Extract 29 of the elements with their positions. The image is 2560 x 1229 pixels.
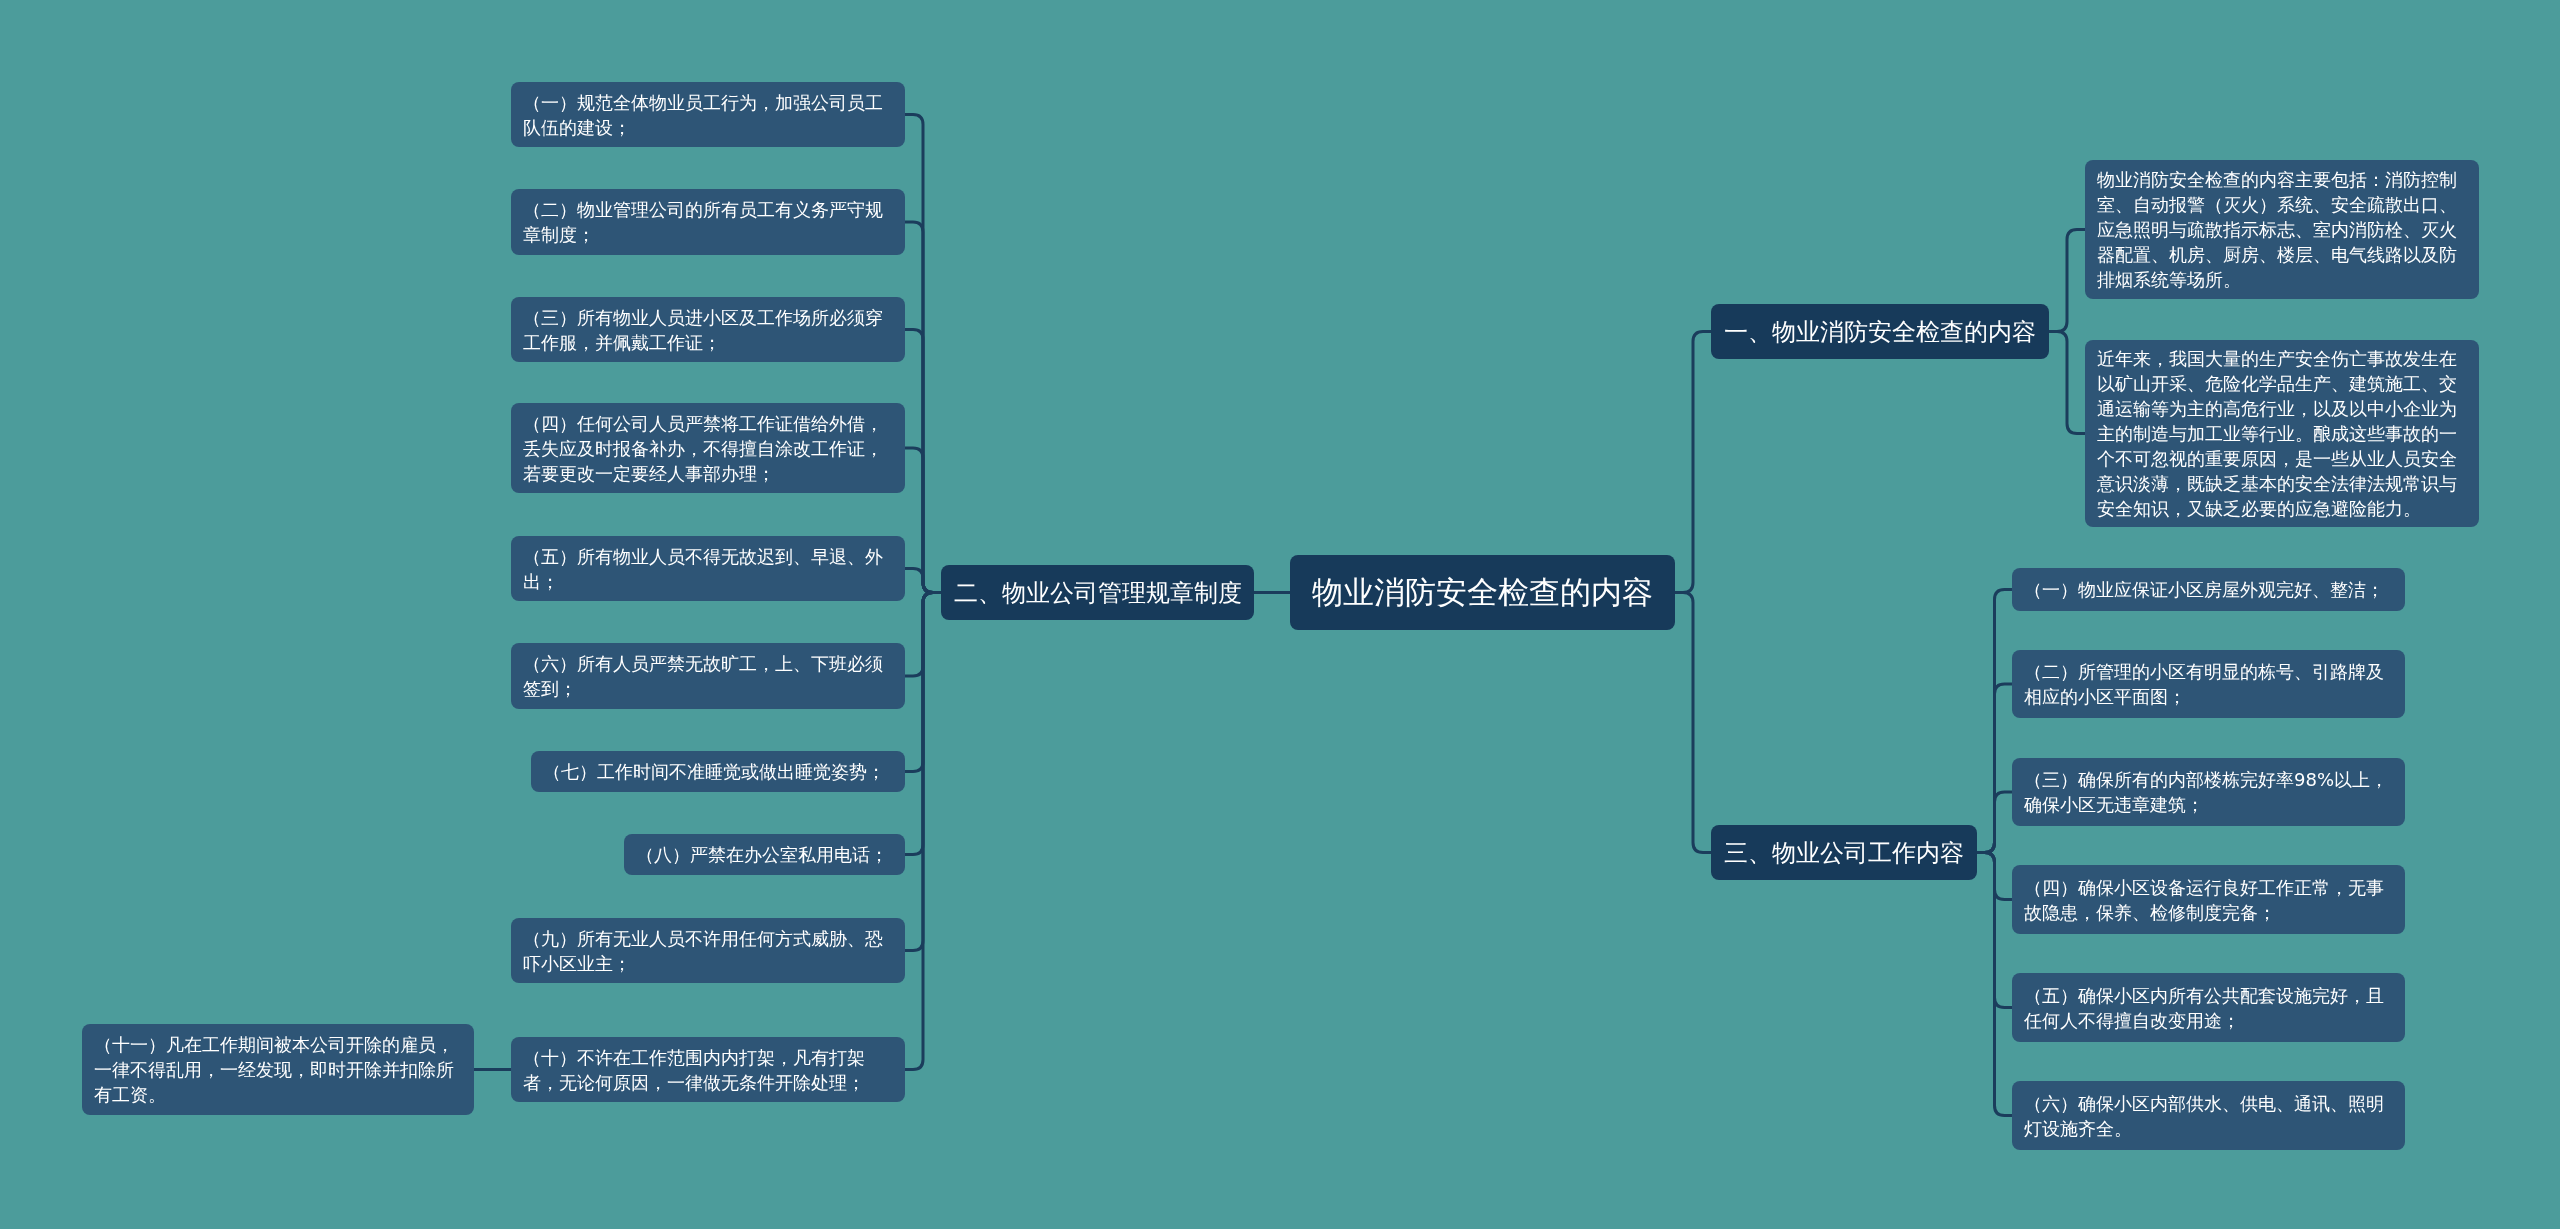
- subtopic-box: （五）所有物业人员不得无故迟到、早退、外出；: [511, 536, 905, 601]
- subtopic-box: （三）所有物业人员进小区及工作场所必须穿工作服，并佩戴工作证；: [511, 297, 905, 362]
- branch-topic-box: 二、物业公司管理规章制度: [941, 565, 1254, 620]
- branch-topic-box: 一、物业消防安全检查的内容: [1711, 304, 2049, 359]
- subtopic-box: （四）确保小区设备运行良好工作正常，无事故隐患，保养、检修制度完备；: [2012, 865, 2405, 934]
- subtopic-box: （九）所有无业人员不许用任何方式威胁、恐吓小区业主；: [511, 918, 905, 983]
- connector-line: [1977, 851, 2012, 1117]
- subtopic-box: 近年来，我国大量的生产安全伤亡事故发生在以矿山开采、危险化学品生产、建筑施工、交通运输等为主的高危行业，以及以中小企业为主的制造与加工业等行业。酿成这些事故的一个不可忽视的重要原因，是一些从业人员安全意识淡薄，既缺乏基本的安全法律法规常识与安全知识，又缺乏必要的应急避险能力。: [2085, 340, 2479, 527]
- subtopic-box: （十一）凡在工作期间被本公司开除的雇员，一律不得乱用，一经发现，即时开除并扣除所有工资。: [82, 1024, 474, 1115]
- branch-topic-box: 三、物业公司工作内容: [1711, 825, 1977, 880]
- subtopic-box: （十）不许在工作范围内内打架，凡有打架者，无论何原因，一律做无条件开除处理；: [511, 1037, 905, 1102]
- connector-line: [905, 591, 941, 1071]
- subtopic-box: 物业消防安全检查的内容主要包括：消防控制室、自动报警（灭火）系统、安全疏散出口、应急照明与疏散指示标志、室内消防栓、灭火器配置、机房、厨房、楼层、电气线路以及防排烟系统等场所。: [2085, 160, 2479, 299]
- connector-line: [1675, 591, 1711, 854]
- connector-line: [2049, 330, 2085, 435]
- subtopic-box: （四）任何公司人员严禁将工作证借给外借，丢失应及时报备补办，不得擅自涂改工作证，若要更改一定要经人事部办理；: [511, 403, 905, 493]
- subtopic-box: （三）确保所有的内部楼栋完好率98%以上，确保小区无违章建筑；: [2012, 758, 2405, 826]
- connector-line: [474, 1068, 511, 1071]
- central-topic-box: 物业消防安全检查的内容: [1290, 555, 1675, 630]
- subtopic-box: （二）物业管理公司的所有员工有义务严守规章制度；: [511, 189, 905, 255]
- subtopic-box: （五）确保小区内所有公共配套设施完好，且任何人不得擅自改变用途；: [2012, 973, 2405, 1042]
- subtopic-box: （一）规范全体物业员工行为，加强公司员工队伍的建设；: [511, 82, 905, 147]
- subtopic-box: （七）工作时间不准睡觉或做出睡觉姿势；: [531, 751, 905, 792]
- subtopic-box: （六）所有人员严禁无故旷工，上、下班必须签到；: [511, 643, 905, 709]
- subtopic-box: （八）严禁在办公室私用电话；: [624, 834, 905, 875]
- subtopic-box: （六）确保小区内部供水、供电、通讯、照明灯设施齐全。: [2012, 1081, 2405, 1150]
- subtopic-box: （一）物业应保证小区房屋外观完好、整洁；: [2012, 568, 2405, 611]
- connector-line: [1254, 591, 1290, 594]
- subtopic-box: （二）所管理的小区有明显的栋号、引路牌及相应的小区平面图；: [2012, 650, 2405, 718]
